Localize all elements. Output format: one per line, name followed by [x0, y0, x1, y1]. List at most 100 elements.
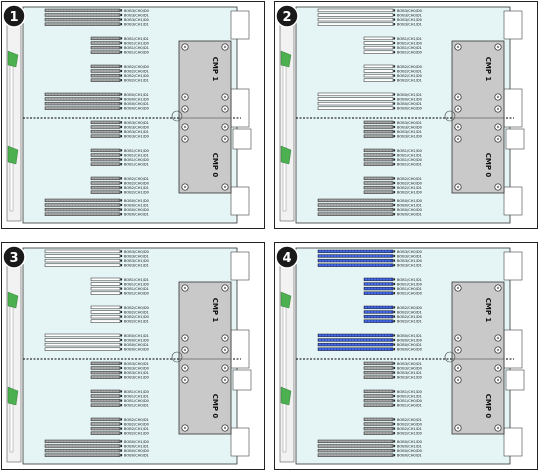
dimm-slot[interactable]: [363, 153, 396, 157]
dimm-slot-body[interactable]: [90, 319, 121, 323]
dimm-slot[interactable]: [363, 36, 396, 41]
dimm-slot-body[interactable]: [363, 69, 394, 73]
dimm-slot[interactable]: [90, 50, 123, 54]
dimm-slot[interactable]: [317, 106, 396, 110]
dimm-slot-body[interactable]: [90, 69, 121, 73]
dimm-slot[interactable]: [317, 212, 396, 216]
dimm-slot[interactable]: [90, 181, 123, 185]
dimm-slot-body[interactable]: [90, 45, 121, 50]
dimm-slot-body[interactable]: [90, 125, 121, 129]
latch-icon[interactable]: [7, 386, 19, 406]
dimm-slot[interactable]: [317, 17, 396, 22]
dimm-slot-body[interactable]: [90, 403, 121, 407]
dimm-slot[interactable]: [44, 338, 123, 342]
dimm-slot-body[interactable]: [90, 282, 121, 286]
dimm-slot[interactable]: [363, 41, 396, 45]
dimm-slot-body[interactable]: [363, 125, 394, 129]
dimm-slot-body[interactable]: [90, 73, 121, 78]
dimm-slot[interactable]: [317, 448, 396, 453]
dimm-slot[interactable]: [90, 36, 123, 41]
dimm-slot[interactable]: [317, 254, 396, 258]
dimm-slot[interactable]: [90, 277, 123, 282]
dimm-slot-body[interactable]: [44, 198, 121, 203]
dimm-slot-body[interactable]: [317, 258, 394, 263]
dimm-slot-body[interactable]: [90, 78, 121, 82]
dimm-slot-body[interactable]: [44, 22, 121, 26]
dimm-slot[interactable]: [363, 176, 396, 181]
dimm-slot-body[interactable]: [90, 185, 121, 190]
dimm-slot-body[interactable]: [90, 394, 121, 398]
dimm-slot-body[interactable]: [317, 198, 394, 203]
dimm-slot-body[interactable]: [317, 342, 394, 347]
dimm-slot-body[interactable]: [363, 64, 394, 69]
dimm-slot-body[interactable]: [363, 291, 394, 295]
dimm-slot[interactable]: [44, 92, 123, 97]
dimm-slot-body[interactable]: [44, 17, 121, 22]
dimm-slot-body[interactable]: [363, 305, 394, 310]
dimm-slot[interactable]: [90, 370, 123, 375]
dimm-slot-body[interactable]: [44, 203, 121, 207]
dimm-slot-body[interactable]: [44, 258, 121, 263]
dimm-slot[interactable]: [90, 426, 123, 431]
dimm-slot[interactable]: [90, 148, 123, 153]
dimm-slot-body[interactable]: [363, 120, 394, 125]
latch-icon[interactable]: [280, 386, 292, 406]
dimm-slot-body[interactable]: [363, 73, 394, 78]
dimm-slot[interactable]: [317, 258, 396, 263]
dimm-slot-body[interactable]: [363, 45, 394, 50]
dimm-slot-body[interactable]: [90, 375, 121, 379]
dimm-slot-body[interactable]: [90, 366, 121, 370]
dimm-slot-body[interactable]: [90, 176, 121, 181]
dimm-slot[interactable]: [44, 106, 123, 110]
dimm-slot-body[interactable]: [317, 263, 394, 267]
dimm-slot[interactable]: [363, 319, 396, 323]
dimm-slot[interactable]: [317, 263, 396, 267]
dimm-slot-body[interactable]: [317, 17, 394, 22]
dimm-slot-body[interactable]: [90, 422, 121, 426]
dimm-slot[interactable]: [90, 162, 123, 166]
dimm-slot[interactable]: [363, 370, 396, 375]
dimm-slot-body[interactable]: [317, 448, 394, 453]
dimm-slot-body[interactable]: [90, 314, 121, 319]
dimm-slot[interactable]: [317, 249, 396, 254]
dimm-slot[interactable]: [317, 203, 396, 207]
dimm-slot[interactable]: [363, 73, 396, 78]
dimm-slot-body[interactable]: [363, 375, 394, 379]
dimm-slot-body[interactable]: [44, 333, 121, 338]
dimm-slot-body[interactable]: [44, 106, 121, 110]
dimm-slot-body[interactable]: [90, 181, 121, 185]
dimm-slot-body[interactable]: [90, 417, 121, 422]
dimm-slot[interactable]: [363, 148, 396, 153]
dimm-slot[interactable]: [90, 41, 123, 45]
dimm-slot-body[interactable]: [363, 148, 394, 153]
dimm-slot[interactable]: [317, 333, 396, 338]
latch-icon[interactable]: [7, 50, 19, 68]
dimm-slot-body[interactable]: [90, 190, 121, 194]
dimm-slot-body[interactable]: [90, 361, 121, 366]
dimm-slot[interactable]: [363, 403, 396, 407]
dimm-slot-body[interactable]: [317, 444, 394, 448]
dimm-slot-body[interactable]: [44, 13, 121, 17]
dimm-slot[interactable]: [90, 291, 123, 295]
dimm-slot[interactable]: [317, 453, 396, 457]
dimm-slot[interactable]: [363, 361, 396, 366]
dimm-slot-body[interactable]: [90, 370, 121, 375]
dimm-slot-body[interactable]: [363, 366, 394, 370]
dimm-slot-body[interactable]: [363, 50, 394, 54]
dimm-slot[interactable]: [363, 162, 396, 166]
dimm-slot-body[interactable]: [44, 212, 121, 216]
dimm-slot-body[interactable]: [363, 417, 394, 422]
dimm-slot-body[interactable]: [90, 431, 121, 435]
dimm-slot[interactable]: [363, 305, 396, 310]
latch-icon[interactable]: [280, 291, 292, 309]
dimm-slot-body[interactable]: [363, 310, 394, 314]
dimm-slot[interactable]: [363, 282, 396, 286]
dimm-slot-body[interactable]: [90, 426, 121, 431]
dimm-slot[interactable]: [44, 342, 123, 347]
dimm-slot-body[interactable]: [90, 41, 121, 45]
dimm-slot[interactable]: [363, 157, 396, 162]
dimm-slot[interactable]: [90, 422, 123, 426]
dimm-slot-body[interactable]: [44, 207, 121, 212]
dimm-slot-body[interactable]: [363, 78, 394, 82]
dimm-slot[interactable]: [363, 286, 396, 291]
